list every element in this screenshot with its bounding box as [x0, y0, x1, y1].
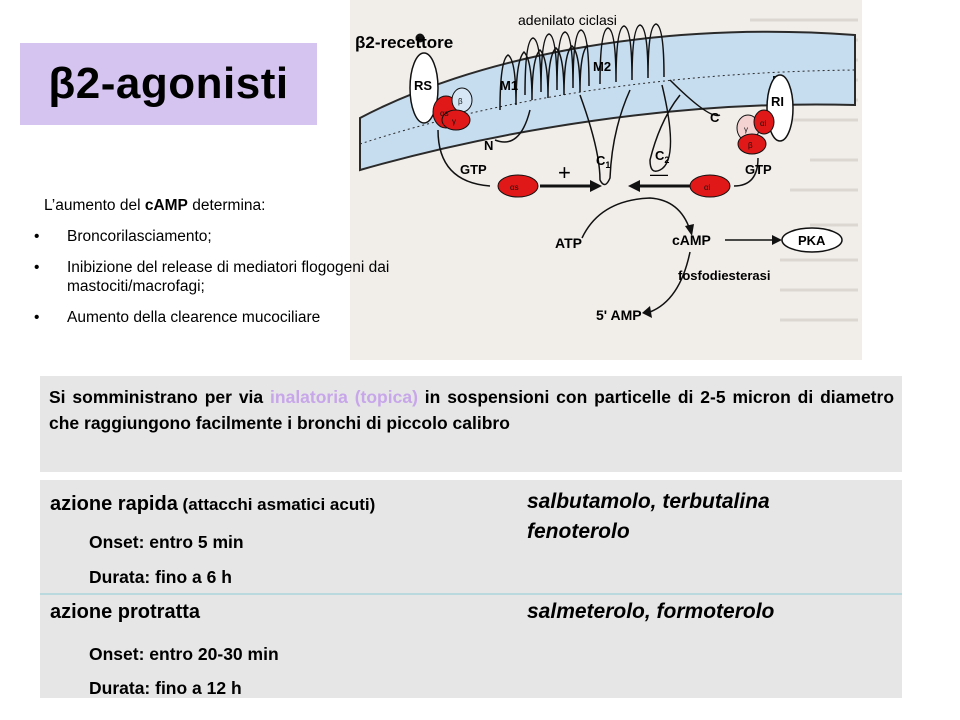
intro-suffix: determina: — [187, 197, 266, 214]
rs-receptor — [409, 52, 439, 124]
alpha-s-free-label: αs — [510, 183, 519, 192]
ri-label: RI — [771, 94, 784, 109]
alpha-i-free-label: αi — [704, 183, 711, 192]
gi-gtp-arrow — [733, 157, 759, 187]
m2-label: M2 — [593, 59, 611, 74]
agonist-dot — [415, 33, 425, 43]
c2-domain-label: C2 — [655, 148, 669, 165]
list-item: Aumento della clearence mucociliare — [34, 308, 414, 327]
effects-list: Broncorilasciamento; Inibizione del rele… — [34, 227, 414, 339]
atp-camp-arc — [581, 197, 691, 239]
pka-label: PKA — [798, 233, 826, 248]
pka-node — [781, 227, 843, 253]
gi-protein — [736, 109, 775, 155]
rapid-title-text: azione rapida — [50, 493, 178, 515]
admin-text-2: in sospensioni con particelle di 2-5 mic… — [49, 387, 895, 433]
gs-beta-label: β — [458, 97, 463, 106]
gtp-right-label: GTP — [745, 162, 772, 177]
gs-gamma-label: γ — [452, 117, 456, 126]
gs-alpha-label: αs — [440, 109, 449, 118]
prolonged-onset: Onset: entro 20-30 min — [89, 644, 279, 664]
list-item: Broncorilasciamento; — [34, 227, 414, 246]
signaling-diagram: β2-recettore adenilato ciclasi RS RI M1 … — [355, 12, 858, 323]
administration-box: Si somministrano per via inalatoria (top… — [40, 376, 902, 472]
beta2-receptor-label: β2-recettore — [355, 33, 453, 52]
admin-text-1: Si somministrano per via — [49, 387, 271, 407]
admin-highlight: inalatoria (topica) — [270, 387, 418, 407]
rapid-drugs-line-1: salbutamolo, terbutalina — [527, 490, 770, 513]
list-item: Inibizione del release di mediatori flog… — [34, 258, 414, 296]
gs-gtp-arrow — [437, 129, 491, 187]
action-table: azione rapida (attacchi asmatici acuti) … — [40, 480, 902, 698]
rapid-onset: Onset: entro 5 min — [89, 532, 244, 552]
c1-domain-label: C1 — [596, 153, 610, 170]
alpha-s-free — [497, 174, 539, 198]
rs-label: RS — [414, 78, 432, 93]
camp-label: cAMP — [672, 232, 711, 248]
title-box: β2-agonisti — [20, 43, 317, 125]
adenylyl-cyclase-helices — [494, 23, 721, 186]
m1-label: M1 — [500, 78, 518, 93]
phosphodiesterase-label: fosfodiesterasi — [678, 268, 770, 283]
adenylyl-cyclase-label: adenilato ciclasi — [518, 12, 617, 28]
cell-membrane — [359, 30, 856, 172]
gi-alpha-label: αi — [760, 119, 767, 128]
slide-title: β2-agonisti — [48, 59, 289, 108]
minus-sign: — — [650, 164, 668, 184]
gs-protein — [432, 87, 473, 131]
rapid-duration: Durata: fino a 6 h — [89, 567, 232, 587]
plus-sign: + — [558, 160, 571, 185]
gtp-left-label: GTP — [460, 162, 487, 177]
prolonged-drugs: salmeterolo, formoterolo — [527, 600, 775, 623]
gi-gamma-label: γ — [744, 125, 748, 134]
rapid-drugs-line-2: fenoterolo — [527, 520, 630, 543]
signaling-figure: β2-recettore adenilato ciclasi RS RI M1 … — [350, 0, 862, 360]
gi-beta-label: β — [748, 141, 753, 150]
c-terminus-label: C — [710, 110, 720, 125]
intro-prefix: L’aumento del — [44, 197, 145, 214]
atp-label: ATP — [555, 235, 582, 251]
rapid-drugs: salbutamolo, terbutalina fenoterolo — [527, 487, 770, 547]
prolonged-action-title: azione protratta — [50, 601, 201, 623]
beta2-receptor-helices — [499, 44, 589, 111]
camp-intro: L’aumento del cAMP determina: — [44, 197, 265, 215]
prolonged-duration: Durata: fino a 12 h — [89, 678, 242, 698]
camp-amp-arrow — [649, 251, 691, 313]
intro-camp: cAMP — [144, 197, 188, 214]
n-terminus-label: N — [484, 138, 493, 153]
rapid-subtitle: (attacchi asmatici acuti) — [177, 495, 376, 514]
row-divider — [40, 593, 902, 595]
rapid-action-title: azione rapida (attacchi asmatici acuti) — [50, 493, 512, 516]
amp-5-label: 5' AMP — [596, 307, 642, 323]
